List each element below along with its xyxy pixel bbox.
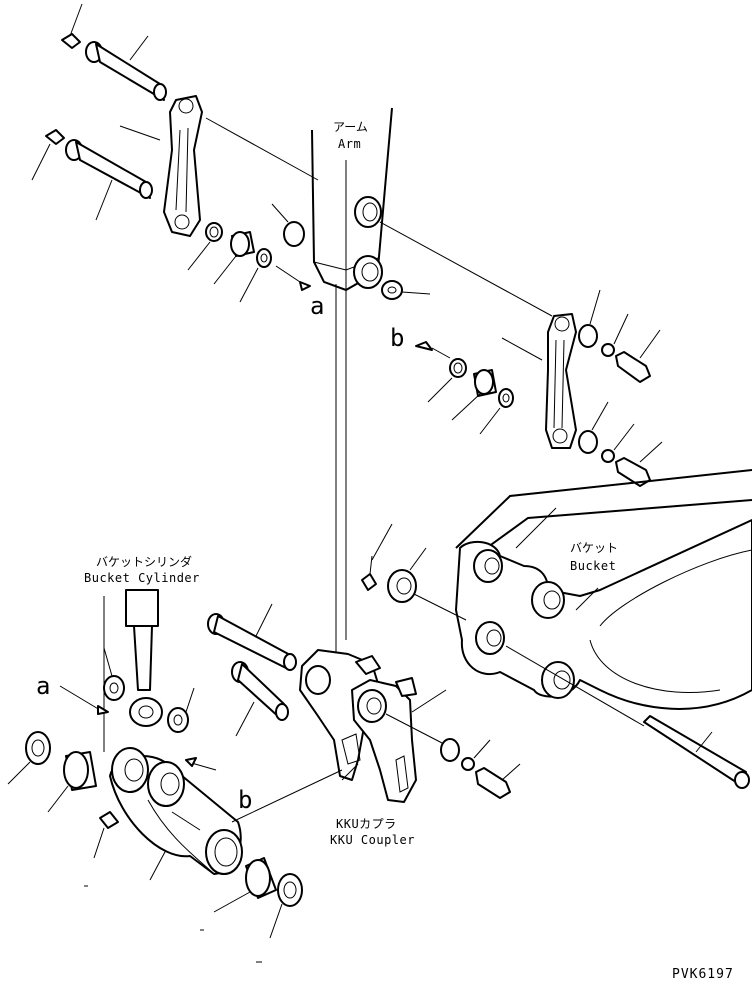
pin-coupler-upper bbox=[207, 603, 297, 671]
arm bbox=[311, 107, 393, 678]
bolt-set-right-upper bbox=[578, 289, 663, 487]
bucket-cylinder bbox=[125, 589, 163, 727]
pin-top bbox=[85, 35, 167, 101]
coupler-label-en: KKU Coupler bbox=[330, 833, 415, 847]
pin-mid bbox=[65, 139, 153, 221]
bolt-set-coupler bbox=[440, 738, 521, 799]
grease-fitting-mid bbox=[31, 129, 65, 181]
link-right-upper bbox=[501, 313, 577, 449]
drawing-code: PVK6197 bbox=[672, 967, 734, 982]
ref-b-bottom: b bbox=[238, 786, 252, 814]
bucket bbox=[455, 469, 752, 710]
coupler-label-jp: KKUカプラ bbox=[336, 817, 397, 831]
washer-arm bbox=[381, 280, 431, 300]
arm-label-en: Arm bbox=[338, 137, 361, 151]
link-assembly-lower bbox=[109, 747, 243, 881]
grease-fitting-lower bbox=[93, 811, 119, 859]
kku-coupler bbox=[299, 649, 417, 803]
bucket-label-jp: バケット bbox=[570, 541, 618, 555]
bucket-label-en: Bucket bbox=[570, 559, 616, 573]
spacer-set-left bbox=[187, 203, 305, 303]
bucket-cylinder-label-jp: バケットシリンダ bbox=[96, 554, 192, 569]
bushing-bucket bbox=[361, 523, 467, 621]
bushing-lower-left bbox=[7, 731, 97, 813]
pin-coupler-lower bbox=[231, 661, 289, 737]
ref-b-top: b bbox=[390, 324, 404, 352]
arm-label-jp: アーム bbox=[333, 120, 368, 134]
spacer-set-right bbox=[415, 341, 514, 435]
ref-a-top: a bbox=[310, 292, 324, 320]
ref-a-bottom: a bbox=[36, 672, 50, 700]
bushing-lower-right bbox=[213, 857, 303, 939]
bucket-cylinder-label-en: Bucket Cylinder bbox=[84, 571, 200, 585]
washer-cylinder bbox=[103, 647, 195, 733]
link-left-upper bbox=[119, 95, 203, 237]
grease-fitting-top bbox=[61, 3, 83, 49]
pin-bucket bbox=[643, 715, 750, 789]
